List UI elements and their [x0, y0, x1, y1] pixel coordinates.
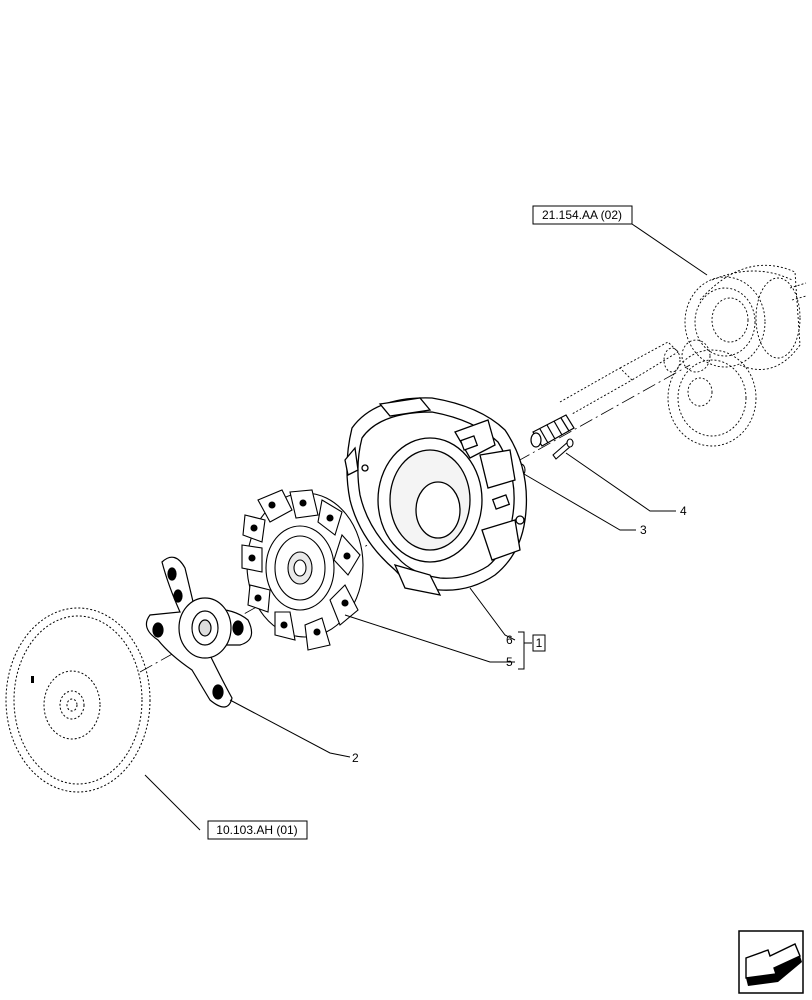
callout-5: 5 [506, 655, 513, 669]
ref-label-transmission: 21.154.AA (02) [542, 208, 622, 222]
drive-plate [145, 556, 253, 708]
bolt [552, 438, 574, 460]
leader-lines [144, 223, 708, 831]
splined-shaft-end [530, 414, 575, 448]
assembly-bracket [518, 631, 532, 670]
next-page-arrow-icon[interactable] [738, 930, 804, 994]
input-shaft [559, 341, 679, 415]
pressure-plate [344, 397, 528, 596]
callout-3: 3 [640, 523, 647, 537]
callout-4: 4 [680, 504, 687, 518]
flywheel-marker [31, 676, 34, 683]
callout-2: 2 [352, 751, 359, 765]
transmission-assembly [663, 264, 807, 447]
flywheel [5, 607, 151, 793]
clutch-disc [241, 489, 364, 651]
ref-label-flywheel: 10.103.AH (01) [216, 823, 297, 837]
ref-box-flywheel[interactable]: 10.103.AH (01) [207, 820, 308, 840]
ref-box-transmission[interactable]: 21.154.AA (02) [532, 205, 633, 225]
callout-6: 6 [506, 633, 513, 647]
assembly-box[interactable]: 1 [532, 634, 546, 652]
callout-1: 1 [536, 636, 543, 650]
